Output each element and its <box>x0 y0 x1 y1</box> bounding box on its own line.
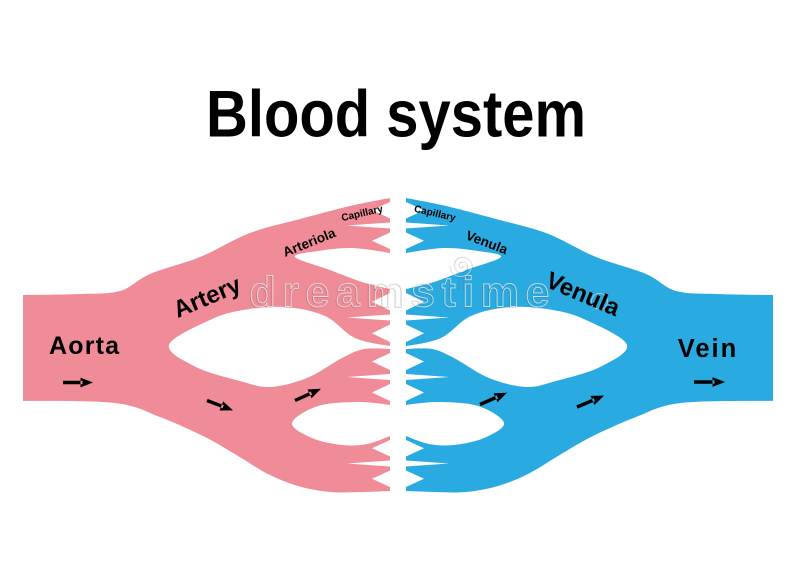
svg-text:Aorta: Aorta <box>49 332 120 360</box>
svg-text:dreamstime: dreamstime <box>249 269 555 317</box>
svg-text:Vein: Vein <box>678 335 738 363</box>
svg-text:dreamstime: dreamstime <box>249 268 555 316</box>
svg-text:Blood system: Blood system <box>206 78 586 151</box>
